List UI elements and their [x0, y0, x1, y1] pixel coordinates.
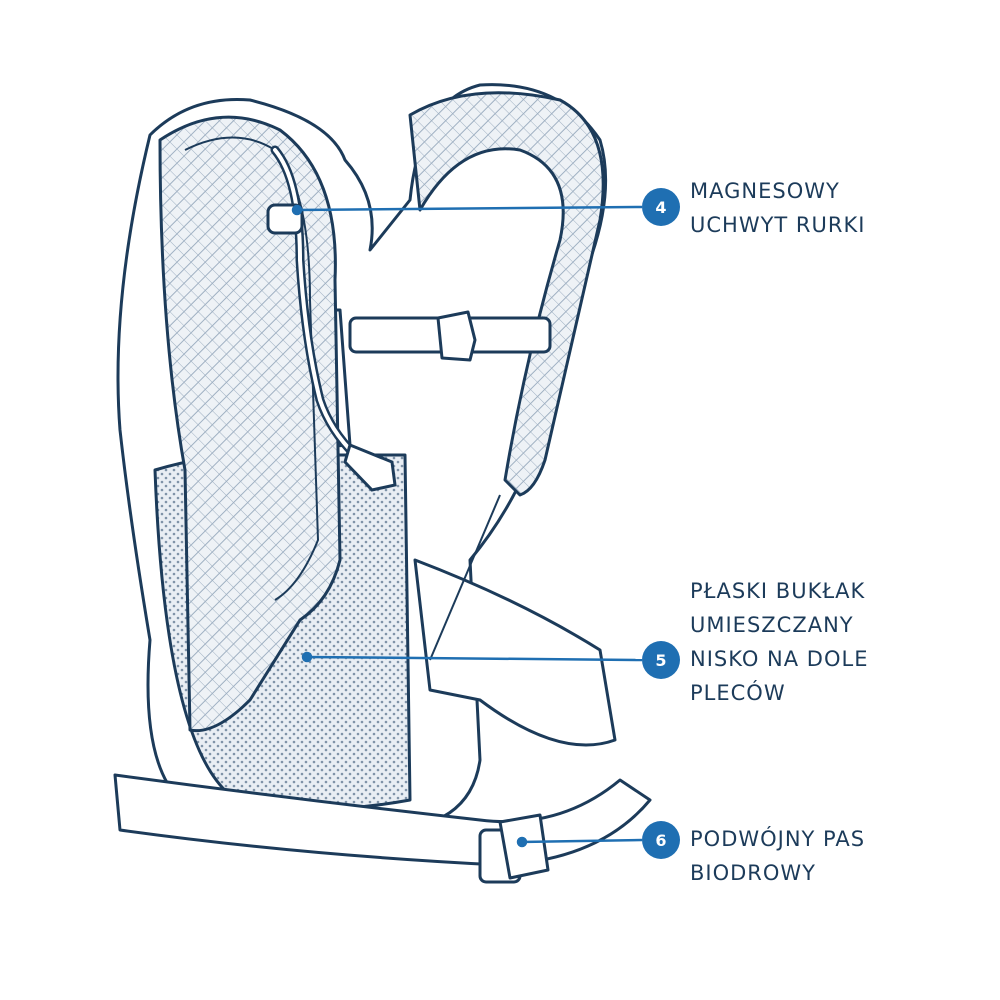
- leader-lines: [291, 204, 643, 848]
- callout-6-marker: 6: [642, 821, 680, 859]
- hip-belt: [113, 494, 652, 884]
- callout-6-label: PODWÓJNY PAS BIODROWY: [690, 827, 866, 885]
- callout-5-marker: 5: [642, 641, 680, 679]
- left-shoulder-strap: [158, 115, 342, 733]
- svg-text:4: 4: [655, 198, 666, 217]
- callout-5-label: PŁASKI BUKŁAK UMIESZCZANY NISKO NA DOLE …: [690, 579, 869, 705]
- callout-4-marker: 4: [642, 188, 680, 226]
- sternum-strap: [348, 310, 552, 362]
- right-shoulder-strap: [408, 91, 605, 497]
- svg-text:5: 5: [655, 651, 666, 670]
- svg-text:6: 6: [655, 831, 666, 850]
- hydration-tube: [266, 145, 397, 492]
- callout-4-label: MAGNESOWY UCHWYT RURKI: [690, 179, 866, 237]
